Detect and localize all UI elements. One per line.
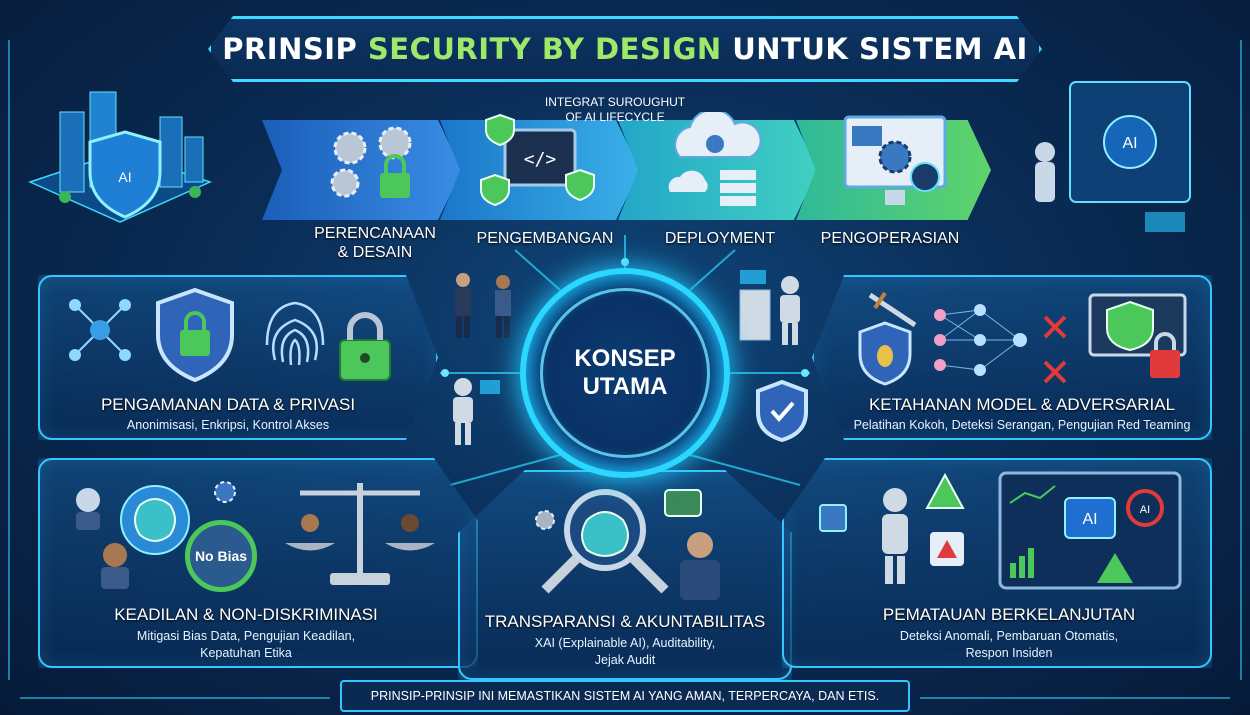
step-label-planning: PERENCANAAN & DESAIN	[314, 225, 436, 261]
frame-left-line	[8, 40, 10, 680]
panel-monitoring-sub: Deteksi Anomali, Pembaruan Otomatis, Res…	[899, 629, 1119, 660]
people-handshake-icon	[455, 273, 511, 338]
small-robot-icon	[453, 378, 500, 445]
sword-icon	[868, 291, 917, 328]
step-label-deployment: DEPLOYMENT	[664, 230, 776, 247]
secure-city-icon: AI	[27, 91, 213, 223]
code-shield-icon: </>	[480, 113, 595, 207]
step-arrow-planning	[262, 120, 462, 220]
dashboard-gear-icon	[843, 115, 947, 205]
bug-shield-icon	[858, 321, 912, 386]
ai-label: AI	[1122, 135, 1137, 152]
hub-inner-ring	[540, 288, 710, 458]
ai-label: AI	[1140, 504, 1150, 516]
robot-alert-icon	[819, 472, 965, 584]
step-label-development: PENGEMBANGAN	[476, 230, 614, 247]
concept-hub: KONSEP UTAMA	[520, 268, 730, 478]
footer-text: PRINSIP-PRINSIP INI MEMASTIKAN SISTEM AI…	[370, 689, 880, 703]
fingerprint-icon	[265, 301, 325, 366]
frame-bottom-line-right	[920, 697, 1230, 699]
monitor-shield-lock-icon	[1088, 293, 1187, 378]
brain-network-icon	[76, 481, 236, 589]
title-part2: UNTUK SISTEM AI	[721, 32, 1028, 66]
ai-dashboard-icon: AI AI	[998, 471, 1182, 590]
panel-data-privacy-title: PENGAMANAN DATA & PRIVASI	[100, 395, 356, 414]
panel-transparency-sub: XAI (Explainable AI), Auditability, Jeja…	[534, 636, 716, 667]
gears-lock-icon	[330, 126, 412, 198]
no-bias-badge: No Bias	[185, 520, 257, 592]
panel-model-robustness-sub: Pelatihan Kokoh, Deteksi Serangan, Pengu…	[853, 418, 1191, 432]
frame-right-line	[1240, 40, 1242, 680]
panel-fairness-sub: Mitigasi Bias Data, Pengujian Keadilan, …	[136, 629, 356, 660]
footer-banner: PRINSIP-PRINSIP INI MEMASTIKAN SISTEM AI…	[340, 680, 910, 712]
panel-model-robustness-title: KETAHANAN MODEL & ADVERSARIAL	[868, 395, 1176, 414]
balance-scale-icon	[285, 483, 435, 585]
shield-check-icon	[756, 379, 808, 443]
step-label-operation: PENGOPERASIAN	[820, 230, 960, 247]
lifecycle-note: INTEGRAT SUROUGHUT OF AI LIFECYCLE	[544, 95, 686, 124]
ai-robot-monitor-icon: AI	[1035, 81, 1191, 232]
panel-data-privacy: PENGAMANAN DATA & PRIVASI Anonimisasi, E…	[38, 275, 438, 440]
neural-network-icon	[934, 304, 1027, 376]
panel-fairness-title: KEADILAN & NON-DISKRIMINASI	[114, 605, 378, 624]
title-accent: SECURITY BY DESIGN	[367, 32, 722, 66]
magnifier-brain-icon	[535, 489, 720, 600]
cloud-server-icon	[668, 112, 762, 206]
x-mark-icon	[1043, 315, 1067, 384]
svg-text:</>: </>	[524, 149, 557, 170]
robot-server-icon	[739, 270, 800, 345]
ai-label: AI	[1082, 511, 1097, 528]
page-title: PRINSIP SECURITY BY DESIGN UNTUK SISTEM …	[222, 32, 1028, 66]
shield-lock-icon	[156, 287, 234, 383]
panel-transparency-title: TRANSPARANSI & AKUNTABILITAS	[484, 612, 766, 631]
hub-line1: KONSEP	[574, 345, 676, 372]
no-bias-label: No Bias	[194, 548, 248, 564]
panel-monitoring-title: PEMATAUAN BERKELANJUTAN	[882, 605, 1136, 624]
title-part1: PRINSIP	[222, 32, 368, 66]
panel-data-privacy-sub: Anonimisasi, Enkripsi, Kontrol Akses	[126, 418, 330, 432]
padlock-icon	[339, 312, 391, 381]
hub-line2: UTAMA	[582, 373, 668, 400]
frame-bottom-line	[20, 697, 330, 699]
ai-label: AI	[118, 169, 131, 185]
network-nodes-icon	[69, 299, 131, 361]
title-banner: PRINSIP SECURITY BY DESIGN UNTUK SISTEM …	[208, 16, 1042, 82]
